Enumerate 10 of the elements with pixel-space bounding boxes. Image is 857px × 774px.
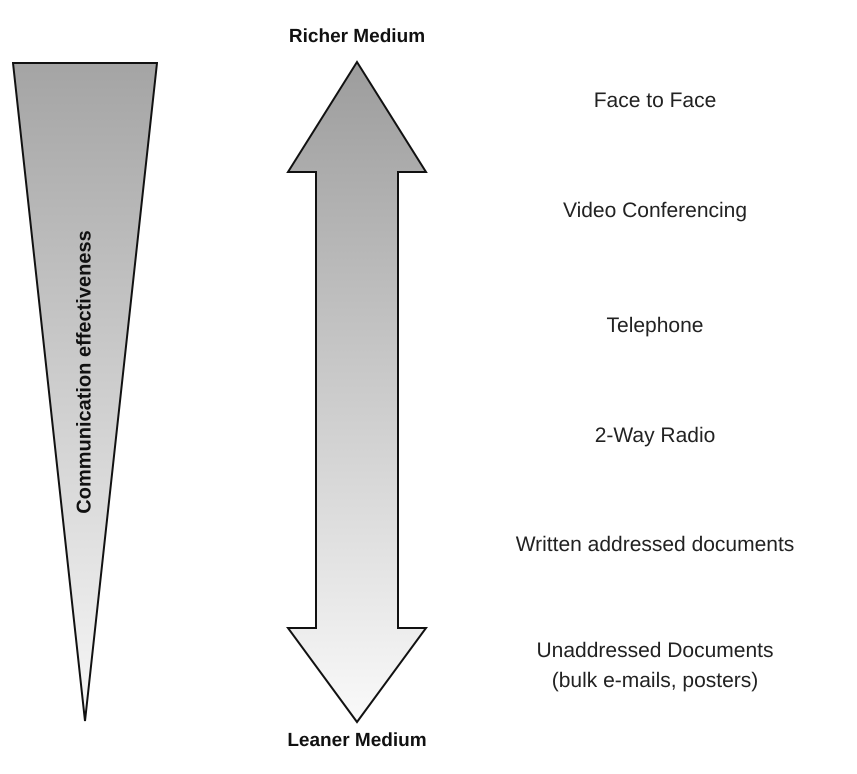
scale-end-label: Richer Medium xyxy=(288,26,426,48)
medium-label: Video Conferencing xyxy=(562,198,748,224)
double-arrow xyxy=(286,60,428,724)
wedge-label: Communication effectiveness xyxy=(74,230,96,514)
medium-label: Unaddressed Documents (bulk e-mails, posters) xyxy=(536,638,774,694)
medium-label: 2-Way Radio xyxy=(594,423,716,449)
scale-end-label: Leaner Medium xyxy=(287,730,427,752)
medium-label: Written addressed documents xyxy=(514,532,796,558)
medium-label: Telephone xyxy=(606,313,704,339)
medium-label: Face to Face xyxy=(592,88,718,114)
